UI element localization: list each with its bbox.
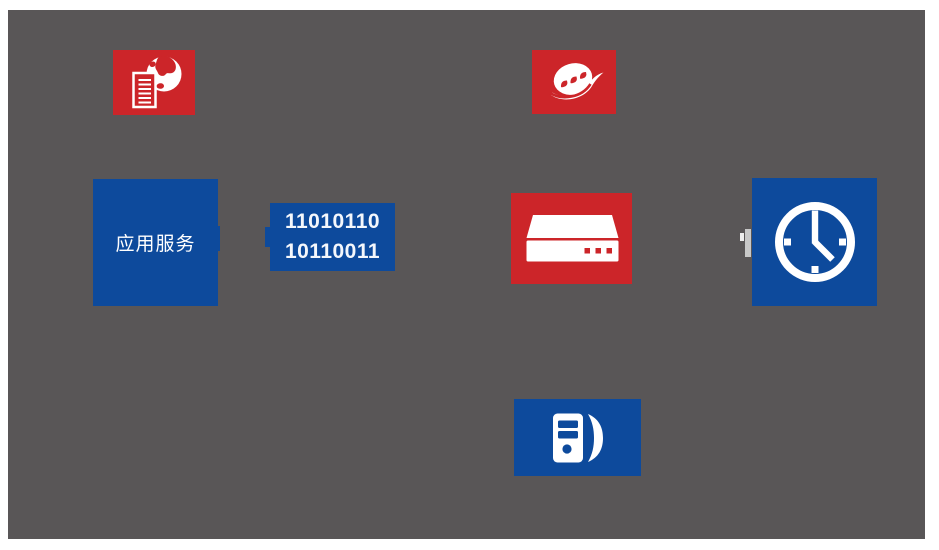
router-device-icon — [524, 214, 620, 264]
app-service-label: 应用服务 — [115, 234, 196, 255]
tile-clock — [752, 178, 877, 306]
binary-line-1: 11010110 — [284, 210, 381, 233]
binary-line-2: 10110011 — [284, 240, 381, 263]
connector-tab-clock-left — [745, 229, 751, 257]
tile-app-service: 应用服务 — [93, 179, 218, 306]
tile-swirl-logo — [532, 50, 616, 114]
clock-icon — [770, 197, 860, 287]
tile-binary-data: 11010110 10110011 — [270, 203, 395, 271]
swirl-logo-icon — [532, 50, 616, 114]
server-tower-icon — [552, 413, 604, 463]
tile-router — [511, 193, 632, 284]
connector-tab-clock-nub — [740, 233, 744, 241]
document-globe-icon — [113, 50, 195, 115]
connector-tab-binary-left — [265, 227, 270, 247]
tile-document-globe — [113, 50, 195, 115]
tile-server — [514, 399, 641, 476]
